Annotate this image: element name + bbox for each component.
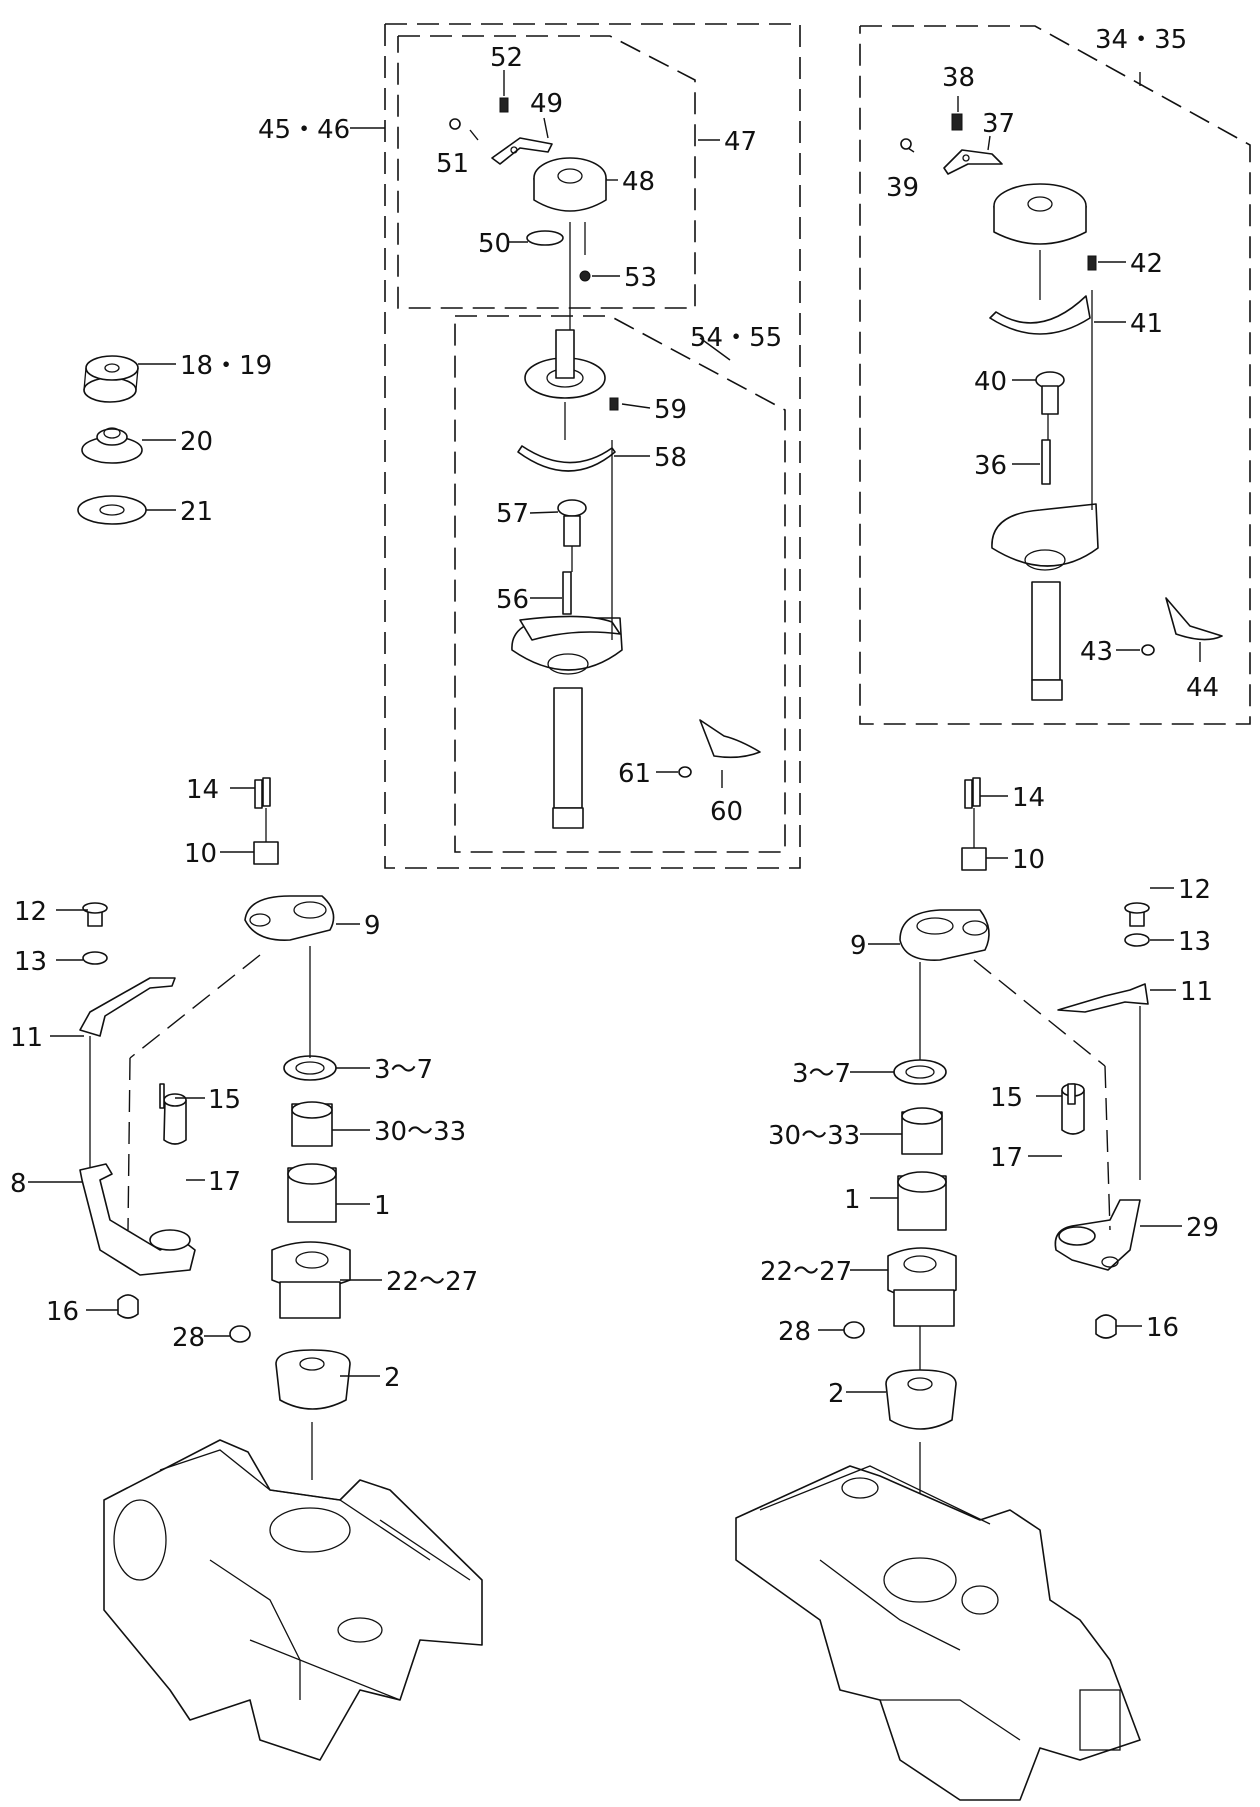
callout-44: 44 (1186, 673, 1219, 703)
callout-56: 56 (496, 585, 529, 615)
right-callout-12: 12 (1178, 875, 1211, 905)
left-callout-1: 1 (374, 1191, 391, 1221)
group-frame-54-55 (454, 315, 786, 853)
callout-34-35: 34・35 (1095, 25, 1187, 55)
right-callout-28: 28 (778, 1317, 811, 1347)
right-callout-9: 9 (850, 931, 867, 961)
right-callout-15: 15 (990, 1083, 1023, 1113)
right-callout-14: 14 (1012, 783, 1045, 813)
callout-48: 48 (622, 167, 655, 197)
left-callout-10: 10 (184, 839, 217, 869)
bobbin-case-cap-part (81, 427, 143, 464)
callout-43: 43 (1080, 637, 1113, 667)
group-frame-47 (397, 35, 696, 309)
callout-41: 41 (1130, 309, 1163, 339)
callout-50: 50 (478, 229, 511, 259)
callout-57: 57 (496, 499, 529, 529)
group-frame-34-35 (859, 25, 1251, 725)
right-callout-29: 29 (1186, 1213, 1219, 1243)
right-callout-30-33: 30～33 (768, 1121, 860, 1151)
machine-base-right (735, 1465, 1141, 1801)
right-callout-1: 1 (844, 1185, 861, 1215)
callout-21: 21 (180, 497, 213, 527)
washer-part (77, 495, 147, 525)
callout-39: 39 (886, 173, 919, 203)
callout-51: 51 (436, 149, 469, 179)
callout-52: 52 (490, 43, 523, 73)
callout-53: 53 (624, 263, 657, 293)
callout-59: 59 (654, 395, 687, 425)
group-frame-45-46 (384, 23, 801, 869)
left-callout-30-33: 30～33 (374, 1117, 466, 1147)
right-callout-13: 13 (1178, 927, 1211, 957)
left-callout-2: 2 (384, 1363, 401, 1393)
right-callout-22-27: 22～27 (760, 1257, 852, 1287)
left-callout-16: 16 (46, 1297, 79, 1327)
hook-assembly-part (511, 329, 761, 829)
left-callout-13: 13 (14, 947, 47, 977)
callout-20: 20 (180, 427, 213, 457)
right-callout-3-7: 3～7 (792, 1059, 851, 1089)
left-callout-14: 14 (186, 775, 219, 805)
right-callout-17: 17 (990, 1143, 1023, 1173)
leader-lines (28, 70, 1201, 1393)
callout-labels: 52 49 51 48 50 53 47 45・46 54・55 59 58 5… (10, 25, 1219, 1409)
callout-18-19: 18・19 (180, 351, 272, 381)
callout-58: 58 (654, 443, 687, 473)
left-callout-28: 28 (172, 1323, 205, 1353)
callout-38: 38 (942, 63, 975, 93)
right-callout-10: 10 (1012, 845, 1045, 875)
callout-45-46: 45・46 (258, 115, 350, 145)
callout-40: 40 (974, 367, 1007, 397)
left-callout-15: 15 (208, 1085, 241, 1115)
callout-36: 36 (974, 451, 1007, 481)
right-callout-2: 2 (828, 1379, 845, 1409)
right-callout-11: 11 (1180, 977, 1213, 1007)
right-callout-16: 16 (1146, 1313, 1179, 1343)
left-callout-11: 11 (10, 1023, 43, 1053)
callout-60: 60 (710, 797, 743, 827)
callout-54-55: 54・55 (690, 323, 782, 353)
hook-assembly-right-part (900, 113, 1223, 701)
left-lower-parts (79, 777, 351, 1480)
callout-42: 42 (1130, 249, 1163, 279)
left-callout-12: 12 (14, 897, 47, 927)
left-callout-8: 8 (10, 1169, 27, 1199)
left-callout-9: 9 (364, 911, 381, 941)
callout-49: 49 (530, 89, 563, 119)
callout-47: 47 (724, 127, 757, 157)
bobbin-part (83, 355, 139, 403)
callout-61: 61 (618, 759, 651, 789)
callout-37: 37 (982, 109, 1015, 139)
left-callout-3-7: 3～7 (374, 1055, 433, 1085)
left-callout-22-27: 22～27 (386, 1267, 478, 1297)
right-lower-parts (843, 777, 1150, 1500)
left-callout-17: 17 (208, 1167, 241, 1197)
bobbin-case-top-part (449, 97, 607, 340)
machine-base-left (103, 1439, 483, 1761)
